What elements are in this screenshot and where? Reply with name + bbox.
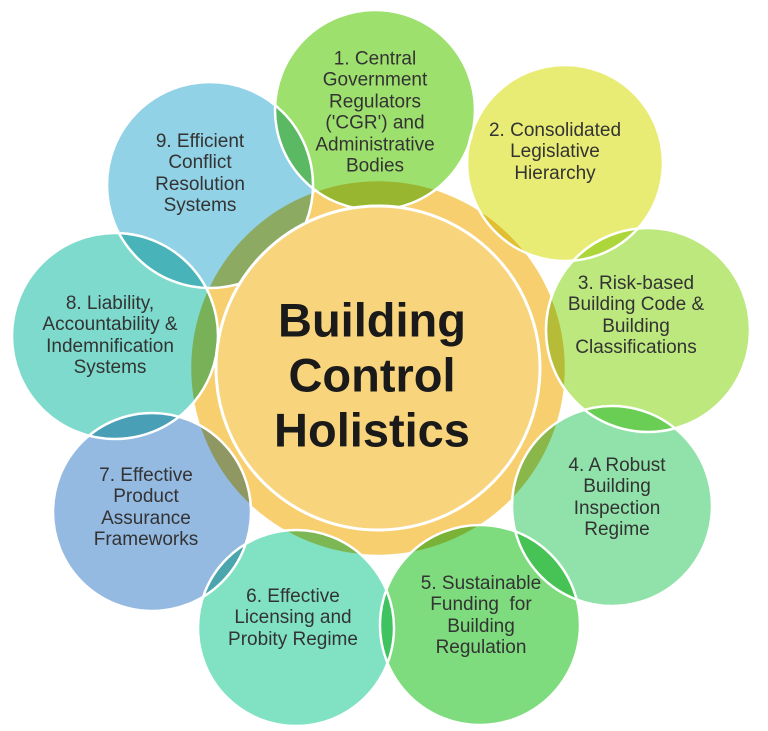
- node-label-8: 8. Liability,Accountability &Indemnifica…: [42, 293, 177, 379]
- label-line: 9. Efficient: [155, 131, 245, 153]
- label-line: Systems: [73, 357, 147, 379]
- label-line: Legislative: [510, 141, 600, 163]
- node-circle-9: [107, 82, 313, 288]
- label-line: Accountability &: [42, 314, 178, 336]
- label-line: Funding for: [430, 594, 532, 616]
- label-line: Bodies: [345, 155, 405, 177]
- label-line: Frameworks: [93, 529, 199, 551]
- label-line: 5. Sustainable: [420, 573, 542, 595]
- label-line: Building: [447, 616, 515, 637]
- label-line: Regime: [584, 519, 650, 541]
- node-circle-outline-9: [105, 80, 315, 290]
- label-line: Control: [288, 348, 456, 402]
- label-line: Classifications: [575, 337, 697, 359]
- label-line: ('CGR') and: [325, 113, 425, 134]
- label-line: Building: [583, 476, 651, 498]
- node-circle-2: [467, 65, 663, 261]
- label-line: Licensing and: [234, 607, 352, 629]
- node-circle-5: [380, 525, 580, 725]
- label-line: 3. Risk-based: [577, 273, 695, 295]
- label-line: Product: [113, 486, 179, 508]
- node-circle-outline-2: [465, 63, 665, 263]
- label-line: Probity Regime: [228, 628, 358, 650]
- label-line: Building: [602, 316, 670, 337]
- label-line: Building Code &: [567, 294, 705, 316]
- node-circle-outline-7: [51, 411, 253, 613]
- node-circle-outline-5: [378, 523, 582, 727]
- label-line: Inspection: [573, 498, 661, 519]
- label-line: 6. Effective: [246, 585, 340, 607]
- label-line: Resolution: [155, 174, 245, 195]
- label-line: Indemnification: [46, 336, 174, 357]
- label-line: 8. Liability,: [65, 293, 155, 315]
- node-circle-outline-3: [544, 226, 752, 434]
- label-line: Administrative: [315, 134, 435, 156]
- node-circle-7: [53, 413, 251, 611]
- label-line: Government: [322, 70, 428, 92]
- label-line: Conflict: [168, 152, 232, 174]
- label-line: Regulation: [435, 637, 527, 659]
- node-circle-4: [512, 406, 712, 606]
- label-line: 2. Consolidated: [488, 119, 622, 141]
- label-line: 7. Effective: [99, 465, 193, 487]
- node-circle-6: [198, 530, 394, 726]
- label-line: Hierarchy: [514, 162, 596, 184]
- label-line: Regulators: [329, 91, 421, 113]
- label-line: Systems: [163, 195, 237, 217]
- label-line: 1. Central: [333, 48, 417, 70]
- node-circle-3: [546, 228, 750, 432]
- center-circle: [214, 204, 542, 532]
- label-line: 4. A Robust: [568, 455, 666, 477]
- node-circle-1: [275, 10, 475, 210]
- label-line: Holistics: [274, 403, 470, 457]
- node-circle-8: [12, 233, 218, 439]
- node-circle-outline-6: [196, 528, 396, 728]
- label-line: Assurance: [101, 508, 191, 529]
- label-line: Building: [278, 293, 466, 347]
- node-circle-outline-4: [510, 404, 714, 608]
